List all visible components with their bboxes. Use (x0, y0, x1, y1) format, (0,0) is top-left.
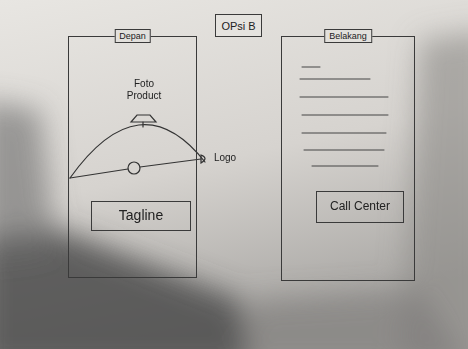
shadow (0, 30, 468, 349)
text-lines (300, 67, 388, 166)
phone-screen: DepanTagline (68, 36, 197, 278)
option-tag: OPsi B (215, 14, 262, 37)
screen-heading: Depan (114, 29, 151, 43)
screen-heading: Belakang (324, 29, 372, 43)
call-center-box: Call Center (316, 191, 404, 223)
box-label: Tagline (119, 208, 163, 223)
phone-screen: BelakangCall Center (281, 36, 415, 281)
tagline-box: Tagline (91, 201, 191, 231)
product-sketch (70, 115, 205, 178)
callout-label: Logo (210, 152, 240, 164)
box-label: Call Center (330, 200, 390, 213)
photo-label: Foto Product (118, 78, 170, 101)
box-label: OPsi B (221, 20, 255, 32)
